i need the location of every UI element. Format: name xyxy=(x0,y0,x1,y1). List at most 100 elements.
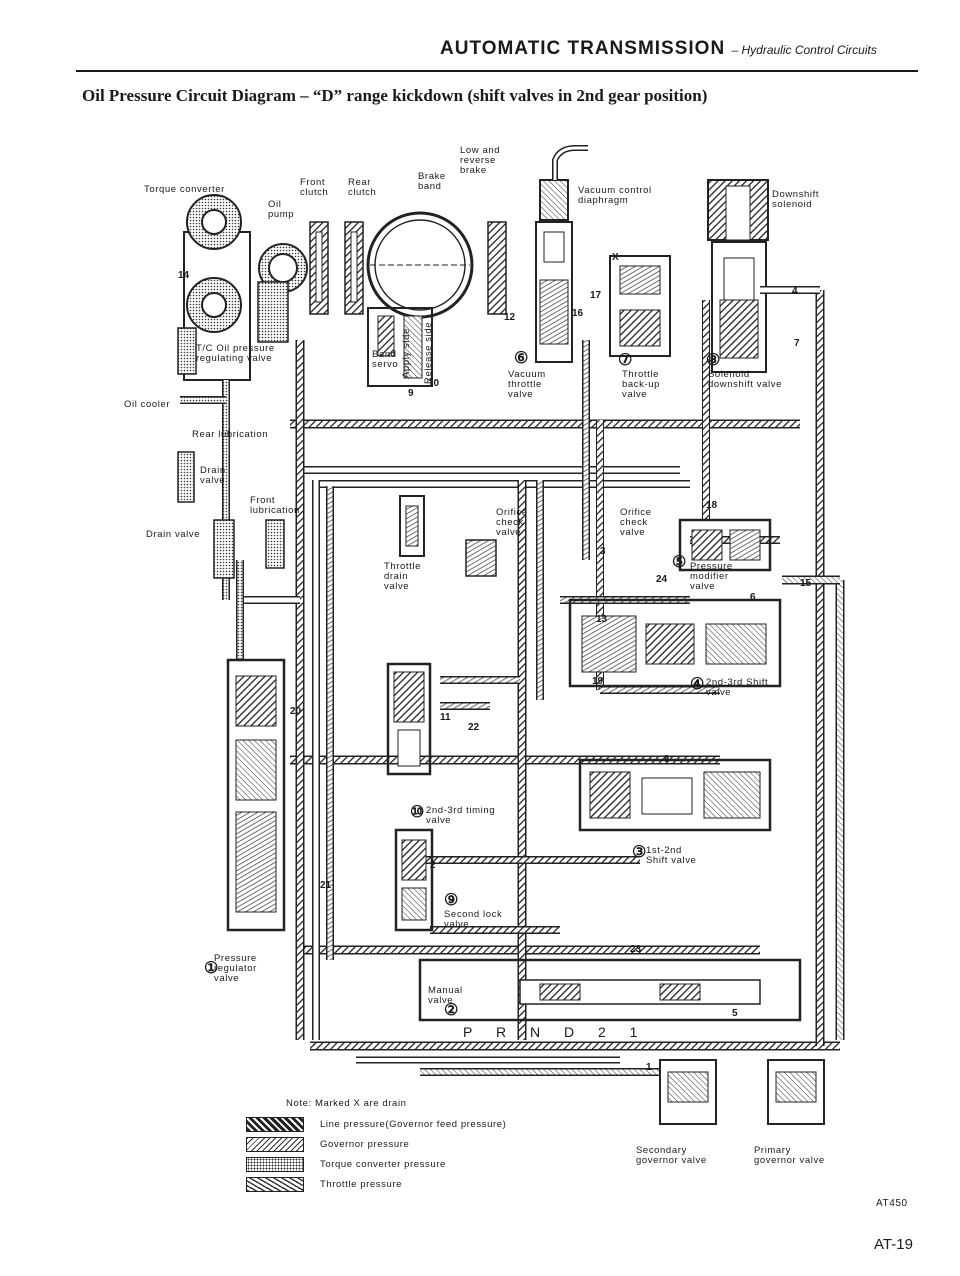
label-vacuum-throttle-valve: Vacuum throttle valve xyxy=(508,369,546,400)
line-number: 16 xyxy=(572,308,584,319)
shift-valve-2-3 xyxy=(568,598,782,688)
label-manual-valve: Manual valve xyxy=(428,985,463,1006)
label-rear-clutch: Rear clutch xyxy=(348,177,377,198)
line-number: 12 xyxy=(504,312,516,323)
page-number: AT-19 xyxy=(874,1236,913,1253)
header-rule xyxy=(76,70,918,72)
label-second-lock-valve: Second lock valve xyxy=(444,909,503,930)
label-timing-valve-2-3: 2nd-3rd timing valve xyxy=(426,805,496,826)
label-drain-valve-upper: Drain valve xyxy=(200,465,226,486)
pressure-modifier-valve xyxy=(678,518,772,572)
line-number: 24 xyxy=(656,574,668,585)
label-pressure-regulator-valve: Pressure regulator valve xyxy=(214,953,257,984)
orifice-check-valve-left xyxy=(465,539,497,577)
label-secondary-governor-valve: Secondary governor valve xyxy=(636,1145,707,1166)
torque-converter xyxy=(183,194,251,381)
line-number: 20 xyxy=(290,706,302,717)
legend-swatch-torque-converter-pressure xyxy=(246,1156,304,1172)
legend-swatch-governor-pressure xyxy=(246,1136,304,1152)
legend-item: Line pressure(Governor feed pressure) xyxy=(246,1116,506,1132)
line-number: 3 xyxy=(600,546,606,557)
label-band-servo: Band servo xyxy=(372,349,399,370)
label-apply-side: Apply side xyxy=(401,328,412,378)
valve-number-5: ⑤ xyxy=(672,554,687,571)
oil-pump xyxy=(257,243,308,343)
legend-label: Line pressure(Governor feed pressure) xyxy=(320,1118,507,1130)
timing-valve-2-3 xyxy=(386,662,432,776)
legend-item: Torque converter pressure xyxy=(246,1156,446,1172)
brake-band-drum xyxy=(366,211,474,319)
gear-selector-positions: P R N D 2 1 xyxy=(463,1024,648,1040)
line-number: 14 xyxy=(178,270,190,281)
label-solenoid-downshift-valve: Solenoid downshift valve xyxy=(708,369,782,390)
line-number: 23 xyxy=(630,944,642,955)
valve-number-3: ③ xyxy=(632,844,647,861)
valve-number-10: ⑩ xyxy=(410,804,425,821)
legend-label: Torque converter pressure xyxy=(320,1158,446,1170)
solenoid-downshift-valve xyxy=(711,241,767,373)
line-number: 2 xyxy=(430,860,436,871)
rear-clutch xyxy=(344,221,364,315)
diagram-subtitle: Oil Pressure Circuit Diagram – “D” range… xyxy=(82,86,708,105)
valve-number-6: ⑥ xyxy=(514,350,529,367)
label-pressure-modifier-valve: Pressure modifier valve xyxy=(690,561,733,592)
throttle-backup-valve xyxy=(609,255,671,357)
valve-number-8: ⑧ xyxy=(706,352,721,369)
valve-number-2: ② xyxy=(444,1002,459,1019)
label-orifice-check-valve-1: Orifice check valve xyxy=(496,507,528,538)
line-number: 9 xyxy=(408,388,414,399)
label-rear-lubrication: Rear lubrication xyxy=(192,429,269,440)
low-reverse-brake xyxy=(487,221,507,315)
drain-note: Note: Marked X are drain xyxy=(286,1098,407,1109)
page-header: AUTOMATIC TRANSMISSION – Hydraulic Contr… xyxy=(440,38,877,60)
figure-code: AT450 xyxy=(876,1198,908,1209)
line-number: 6 xyxy=(750,592,756,603)
label-throttle-drain-valve: Throttle drain valve xyxy=(384,561,422,592)
label-torque-converter: Torque converter xyxy=(144,184,225,195)
line-number: 1 xyxy=(646,1062,652,1073)
vacuum-control-diaphragm xyxy=(539,145,588,221)
label-brake-band: Brake band xyxy=(418,171,446,192)
line-number: 18 xyxy=(706,500,718,511)
line-number: 4 xyxy=(792,286,798,297)
label-oil-pump: Oil pump xyxy=(268,199,295,220)
line-number: 10 xyxy=(428,378,440,389)
tc-oil-pressure-regulating-valve xyxy=(177,327,197,375)
valve-number-9: ⑨ xyxy=(444,892,459,909)
line-number: 7 xyxy=(794,338,800,349)
line-number: 13 xyxy=(596,614,608,625)
label-tc-oil-pressure-valve: T/C Oil pressure regulating valve xyxy=(196,343,275,364)
legend-label: Throttle pressure xyxy=(320,1178,403,1190)
manual-valve xyxy=(418,958,802,1022)
line-number: 21 xyxy=(320,880,332,891)
label-downshift-solenoid: Downshift solenoid xyxy=(772,189,820,210)
throttle-drain-valve xyxy=(399,495,425,557)
label-oil-cooler: Oil cooler xyxy=(124,399,171,410)
legend-item: Governor pressure xyxy=(246,1136,409,1152)
drain-valve-upper xyxy=(177,451,195,503)
front-clutch xyxy=(309,221,329,315)
line-number: 19 xyxy=(592,676,604,687)
second-lock-valve xyxy=(394,828,434,932)
line-number: 15 xyxy=(800,578,812,589)
valve-number-4: ④ xyxy=(690,676,705,693)
label-release-side: Release side xyxy=(423,321,434,384)
vacuum-throttle-valve xyxy=(535,221,573,363)
secondary-governor-valve xyxy=(659,1059,717,1125)
downshift-solenoid xyxy=(707,179,769,241)
legend-item: Throttle pressure xyxy=(246,1176,402,1192)
line-number: 17 xyxy=(590,290,602,301)
label-low-reverse-brake: Low and reverse brake xyxy=(460,145,501,176)
hydraulic-passages xyxy=(180,286,845,1076)
header-title: AUTOMATIC TRANSMISSION xyxy=(440,38,726,59)
band-servo xyxy=(367,307,433,387)
valve-number-7: ⑦ xyxy=(618,352,633,369)
label-shift-valve-1-2: 1st-2nd Shift valve xyxy=(646,845,697,866)
label-front-clutch: Front clutch xyxy=(300,177,329,198)
drain-valve-left xyxy=(213,519,285,579)
label-throttle-backup-valve: Throttle back-up valve xyxy=(622,369,660,400)
legend-swatch-throttle-pressure xyxy=(246,1176,304,1192)
line-number: 5 xyxy=(732,1008,738,1019)
